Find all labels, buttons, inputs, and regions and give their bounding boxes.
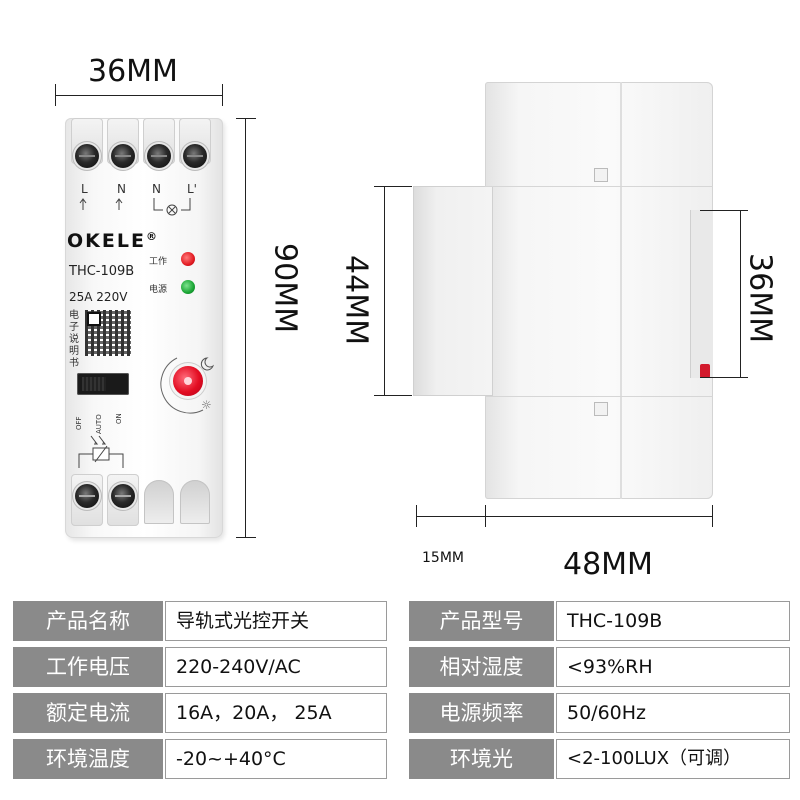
spec-value: <93%RH xyxy=(556,647,790,687)
terminal-top-1 xyxy=(71,118,103,168)
led-work-label: 工作 xyxy=(149,257,168,267)
side-height-dim-tick-top xyxy=(374,186,412,187)
terminal-label-n2: N xyxy=(152,182,161,196)
registered-mark: ® xyxy=(145,230,159,243)
rating-label: 25A 220V xyxy=(69,290,128,304)
screw-icon xyxy=(183,144,207,168)
screw-icon xyxy=(111,144,135,168)
width-dim-tick-right xyxy=(222,84,223,106)
depth-dim-tick-mid xyxy=(485,505,486,527)
power-led-icon xyxy=(181,280,195,294)
rail-dim-line xyxy=(740,210,741,378)
spec-value: 导轨式光控开关 xyxy=(165,601,387,641)
spec-value: <2-100LUX（可调） xyxy=(556,739,790,779)
screw-icon xyxy=(147,144,171,168)
depth-dim-label: 48MM xyxy=(563,547,653,582)
width-dim-label: 36MM xyxy=(88,54,178,89)
side-notch-top xyxy=(594,168,608,182)
screw-icon xyxy=(111,484,135,508)
spec-label: 环境温度 xyxy=(13,739,163,779)
spec-value: 16A，20A， 25A xyxy=(165,693,387,733)
terminal-bottom-2 xyxy=(107,474,139,526)
rail-clip-icon xyxy=(700,364,710,378)
height-dim-line xyxy=(245,118,246,538)
sensitivity-knob[interactable] xyxy=(173,366,203,396)
height-dim-tick-top xyxy=(236,118,256,119)
side-line-top xyxy=(485,186,713,187)
depth-dim-tick-left xyxy=(416,505,417,527)
photo-sensor-symbol-icon xyxy=(78,435,124,468)
screw-icon xyxy=(75,484,99,508)
terminal-label-l-prime: L' xyxy=(187,182,197,196)
terminal-top-3 xyxy=(143,118,175,168)
rail-dim-tick-top xyxy=(700,210,748,211)
spec-value: THC-109B xyxy=(556,601,790,641)
screw-icon xyxy=(75,144,99,168)
device-front-view: L N N L' OKELE® THC-109B 25A 220V 工作 电源 … xyxy=(65,118,223,538)
brand-logo: OKELE® xyxy=(67,230,159,252)
spec-label: 相对湿度 xyxy=(409,647,554,687)
spec-label: 额定电流 xyxy=(13,693,163,733)
switch-label-off: OFF xyxy=(75,416,83,430)
rail-dim-label: 36MM xyxy=(742,253,778,343)
manual-label: 电子说明书 xyxy=(69,310,79,369)
wiring-schematic-icon xyxy=(79,198,191,216)
height-dim-tick-bottom xyxy=(236,537,256,538)
terminal-label-n: N xyxy=(117,182,126,196)
work-led-icon xyxy=(181,252,195,266)
side-height-dim-line xyxy=(384,186,385,396)
sun-icon: ☼ xyxy=(201,398,212,412)
spec-value: -20~+40°C xyxy=(165,739,387,779)
spec-label: 产品型号 xyxy=(409,601,554,641)
spec-label: 产品名称 xyxy=(13,601,163,641)
spec-value: 50/60Hz xyxy=(556,693,790,733)
depth-dim-line xyxy=(416,516,713,517)
side-height-dim-tick-bottom xyxy=(374,395,412,396)
side-notch-bottom xyxy=(594,402,608,416)
switch-label-on: ON xyxy=(115,413,123,424)
spec-label: 工作电压 xyxy=(13,647,163,687)
empty-slot-2 xyxy=(180,480,210,524)
height-dim-label: 90MM xyxy=(267,243,303,333)
terminal-bottom-1 xyxy=(71,474,103,526)
side-divider xyxy=(620,82,622,499)
spec-value: 220-240V/AC xyxy=(165,647,387,687)
terminal-top-4 xyxy=(179,118,211,168)
model-label: THC-109B xyxy=(69,264,135,279)
led-power-label: 电源 xyxy=(149,285,168,295)
terminal-top-2 xyxy=(107,118,139,168)
mode-switch[interactable] xyxy=(77,373,129,395)
spec-label: 环境光 xyxy=(409,739,554,779)
din-rail-recess xyxy=(690,210,713,378)
terminal-label-l: L xyxy=(81,182,88,196)
side-line-bottom xyxy=(485,396,713,397)
empty-slot-1 xyxy=(144,480,174,524)
knob-arc-icon xyxy=(160,357,215,414)
front-depth-dim-label: 15MM xyxy=(422,550,464,566)
side-body xyxy=(485,82,713,499)
width-dim-line xyxy=(55,95,223,96)
spec-label: 电源频率 xyxy=(409,693,554,733)
rail-dim-tick-bottom xyxy=(700,377,748,378)
side-height-dim-label: 44MM xyxy=(338,255,374,345)
depth-dim-tick-right xyxy=(712,505,713,527)
switch-label-auto: AUTO xyxy=(95,414,103,434)
qr-code-icon xyxy=(85,310,131,356)
width-dim-tick-left xyxy=(55,84,56,106)
brand-name: OKELE xyxy=(67,230,146,252)
side-front-protrusion xyxy=(413,186,493,396)
